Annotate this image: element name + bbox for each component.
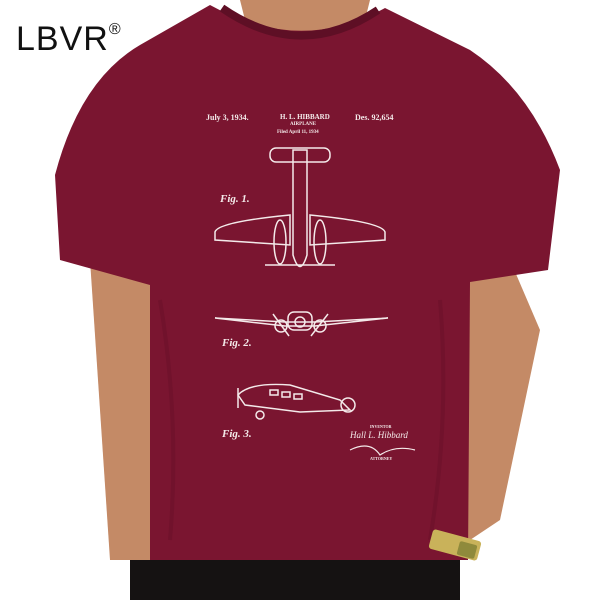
patent-date: July 3, 1934.	[206, 113, 249, 122]
brand-logo: LBVR®	[16, 20, 122, 59]
patent-inventor-header: H. L. HIBBARD	[280, 113, 330, 121]
patent-number: Des. 92,654	[355, 113, 394, 122]
patent-subtitle: AIRPLANE	[290, 122, 317, 127]
brand-name: LBVR	[16, 20, 109, 58]
patent-filed: Filed April 11, 1934	[277, 130, 319, 135]
inventor-signature: Hall L. Hibbard	[350, 430, 408, 440]
fig-1-label: Fig. 1.	[220, 193, 250, 205]
attorney-label: ATTORNEY	[370, 456, 393, 461]
pants	[130, 560, 460, 600]
fig-2-label: Fig. 2.	[222, 337, 252, 349]
fig-3-label: Fig. 3.	[222, 428, 252, 440]
inventor-label: INVENTOR	[370, 424, 392, 429]
registered-mark: ®	[108, 20, 122, 38]
